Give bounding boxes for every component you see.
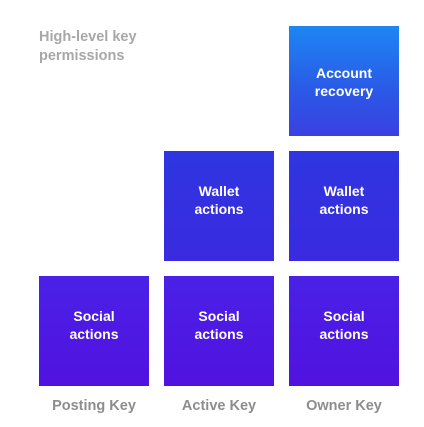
block-label-line-1: Wallet xyxy=(198,183,240,199)
block-label-line-1: Social xyxy=(73,308,115,324)
block-label-line-2: actions xyxy=(194,201,244,217)
block-label-line-1: Account xyxy=(316,65,372,81)
active-key-social-actions-block: Social actions xyxy=(164,276,274,386)
block-label-line-2: recovery xyxy=(314,83,374,99)
owner-key-account-recovery-block: Account recovery xyxy=(289,26,399,136)
block-label-line-2: actions xyxy=(319,201,369,217)
posting-key-social-actions-block: Social actions xyxy=(39,276,149,386)
active-key-wallet-actions-block: Wallet actions xyxy=(164,151,274,261)
block-label-line-1: Social xyxy=(323,308,365,324)
diagram-title-line-2: permissions xyxy=(39,48,125,64)
block-label-line-1: Wallet xyxy=(323,183,365,199)
active-key-label: Active Key xyxy=(181,398,257,414)
diagram-title: High-level key permissions xyxy=(39,28,169,66)
block-label-line-2: actions xyxy=(319,326,369,342)
diagram-title-line-1: High-level key xyxy=(39,29,137,45)
owner-key-label: Owner Key xyxy=(306,398,382,414)
block-label-line-1: Social xyxy=(198,308,240,324)
block-label-line-2: actions xyxy=(194,326,244,342)
posting-key-label: Posting Key xyxy=(52,398,136,414)
owner-key-wallet-actions-block: Wallet actions xyxy=(289,151,399,261)
block-label-line-2: actions xyxy=(69,326,119,342)
owner-key-social-actions-block: Social actions xyxy=(289,276,399,386)
